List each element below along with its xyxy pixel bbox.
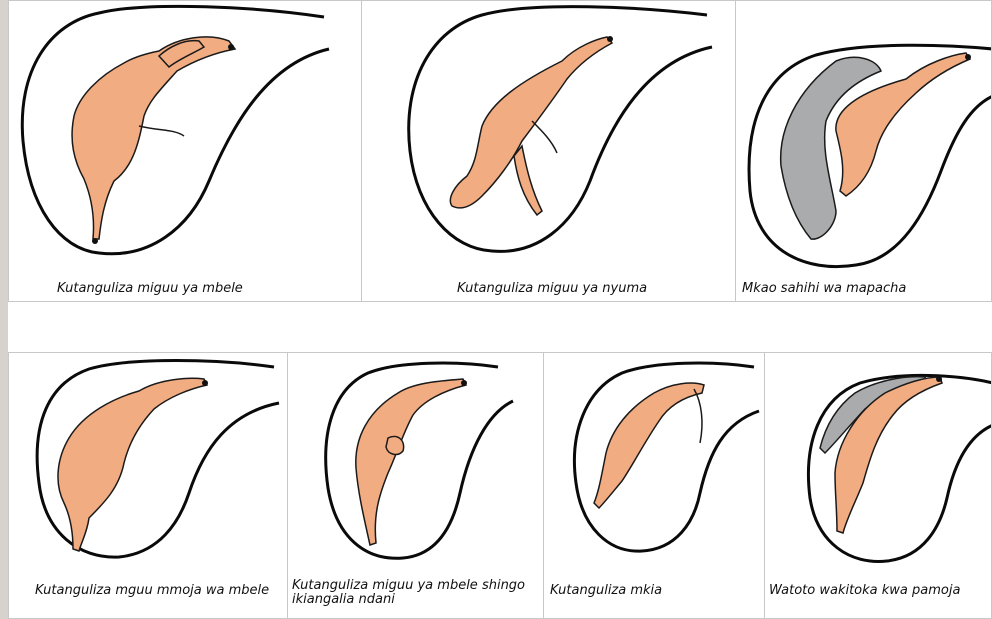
- uterus-twins-illustration: [736, 1, 992, 276]
- uterus-one-foreleg-illustration: [9, 353, 288, 568]
- caption-one-foreleg: Kutanguliza mguu mmoja wa mbele: [9, 584, 287, 604]
- fetus-figure: [72, 37, 235, 239]
- presentation-cell-together: Watoto wakitoka kwa pamoja: [764, 352, 992, 619]
- uterus-tail-illustration: [544, 353, 765, 568]
- uterus-forelegs-illustration: [9, 1, 362, 276]
- hoof-mark: [936, 376, 942, 382]
- caption-head-turned: Kutanguliza miguu ya mbele shingo ikiang…: [288, 579, 543, 611]
- presentation-cell-hindlegs: Kutanguliza miguu ya nyuma: [361, 0, 736, 302]
- hoof-mark: [228, 44, 234, 50]
- presentation-cell-forelegs: Kutanguliza miguu ya mbele: [8, 0, 362, 302]
- uterus-outline: [409, 7, 712, 252]
- fetus-figure: [594, 383, 704, 508]
- fetus-tail: [694, 389, 702, 443]
- uterus-together-illustration: [765, 353, 992, 568]
- hoof-mark: [461, 380, 467, 386]
- presentation-cell-tail: Kutanguliza mkia: [543, 352, 765, 619]
- presentation-cell-one-foreleg: Kutanguliza mguu mmoja wa mbele: [8, 352, 288, 619]
- fetus-tail: [532, 121, 557, 153]
- caption-together: Watoto wakitoka kwa pamoja: [765, 584, 991, 604]
- caption-hindlegs: Kutanguliza miguu ya nyuma: [362, 276, 735, 302]
- hoof-mark: [965, 54, 971, 60]
- presentation-cell-head-turned: Kutanguliza miguu ya mbele shingo ikiang…: [287, 352, 544, 619]
- hoof-mark: [607, 36, 613, 42]
- hoof-mark: [202, 380, 208, 386]
- fetus-tail: [139, 126, 184, 136]
- caption-tail: Kutanguliza mkia: [544, 584, 764, 604]
- uterus-head-turned-illustration: [288, 353, 544, 568]
- fetus-figure: [356, 379, 466, 545]
- presentation-cell-twins: Mkao sahihi wa mapacha: [735, 0, 992, 302]
- page-margin-strip: [0, 0, 8, 619]
- table-gap: [8, 302, 992, 352]
- caption-forelegs: Kutanguliza miguu ya mbele: [9, 276, 361, 302]
- caption-twins: Mkao sahihi wa mapacha: [736, 276, 991, 302]
- hoof-mark: [92, 238, 98, 244]
- fetus-figure: [58, 378, 207, 551]
- uterus-hindlegs-illustration: [362, 1, 736, 276]
